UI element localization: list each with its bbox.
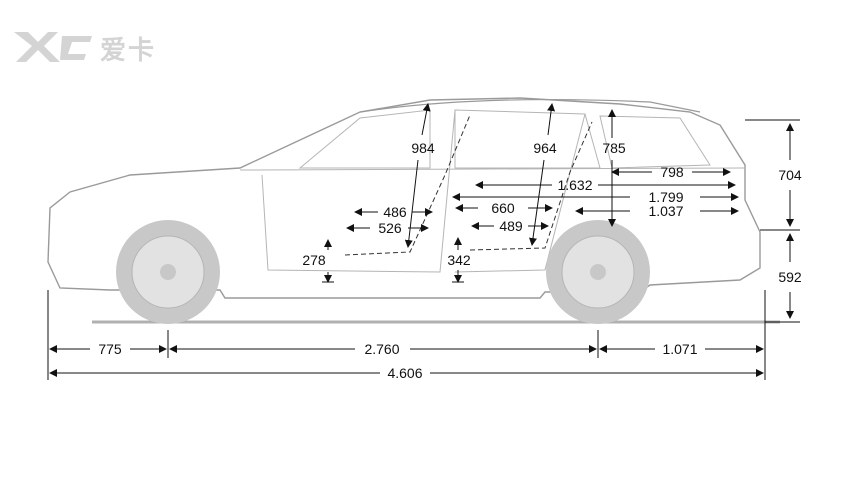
rear-seat-depth-label: 660 bbox=[491, 200, 515, 216]
front-overhang-label: 775 bbox=[98, 341, 122, 357]
front-seat-length-label: 526 bbox=[378, 220, 402, 236]
height-lower-label: 592 bbox=[778, 269, 802, 285]
rear-overhang-label: 1.071 bbox=[662, 341, 697, 357]
front-headroom-label: 984 bbox=[411, 140, 435, 156]
front-seat-depth-label: 486 bbox=[383, 204, 407, 220]
front-seat-height-label: 278 bbox=[302, 252, 326, 268]
car-body bbox=[47, 97, 761, 299]
cargo-length-max-label: 1.632 bbox=[557, 177, 592, 193]
xcar-logo bbox=[14, 32, 92, 62]
cargo-opening-height-label: 785 bbox=[602, 140, 626, 156]
belt-line bbox=[239, 167, 746, 171]
front-wheel bbox=[116, 220, 220, 324]
front-door bbox=[261, 109, 456, 273]
rear-seat-outline bbox=[469, 121, 593, 251]
quarter-window bbox=[599, 115, 711, 169]
rear-seat-length-label: 489 bbox=[499, 218, 523, 234]
cargo-length-floor-label: 798 bbox=[660, 164, 684, 180]
front-window bbox=[298, 109, 431, 169]
rear-door bbox=[454, 113, 586, 273]
rear-window bbox=[454, 109, 601, 169]
rear-seat-height-label: 342 bbox=[447, 252, 471, 268]
height-upper-label: 704 bbox=[778, 167, 802, 183]
rear-wheel bbox=[546, 220, 650, 324]
front-seat-outline bbox=[344, 114, 471, 256]
cargo-length-seats-folded-label: 1.799 bbox=[648, 189, 683, 205]
cargo-width-label: 1.037 bbox=[648, 203, 683, 219]
wheelbase-label: 2.760 bbox=[364, 341, 399, 357]
overall-length-label: 4.606 bbox=[387, 365, 422, 381]
xcar-watermark-text: 爱卡 bbox=[100, 35, 157, 65]
roof-rail bbox=[359, 98, 701, 113]
rear-headroom-label: 964 bbox=[533, 140, 557, 156]
